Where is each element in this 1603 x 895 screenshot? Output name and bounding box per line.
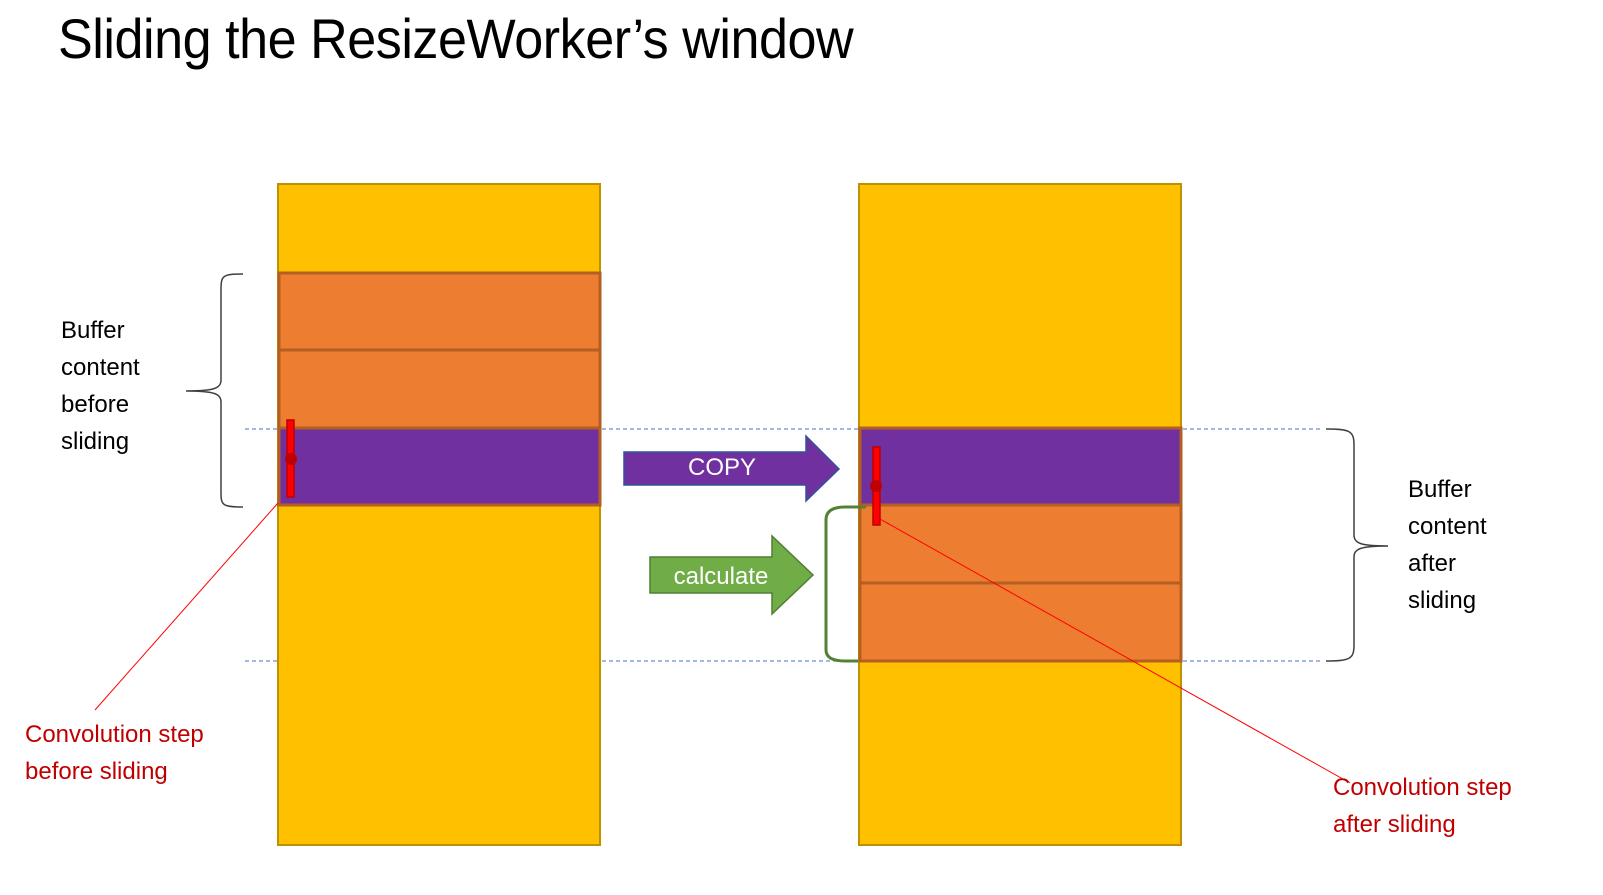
left-brace-label: Buffer content before sliding bbox=[61, 317, 140, 455]
copy-arrow-label: COPY bbox=[688, 454, 756, 481]
right-brace-label: Buffer content after sliding bbox=[1408, 476, 1487, 614]
calculate-arrow-label: calculate bbox=[674, 563, 769, 590]
copy-arrow: COPY bbox=[623, 434, 841, 503]
right-callout-line-2: after sliding bbox=[1333, 811, 1456, 838]
left-brace-label-line: sliding bbox=[61, 428, 129, 455]
left-row-2 bbox=[277, 348, 602, 430]
left-brace bbox=[185, 273, 244, 508]
right-callout-line-1: Convolution step bbox=[1333, 774, 1512, 801]
slide-title: Sliding the ResizeWorker’s window bbox=[58, 7, 854, 70]
right-row-2 bbox=[858, 503, 1183, 585]
left-brace-label-line: Buffer bbox=[61, 317, 125, 344]
right-row-1 bbox=[858, 426, 1183, 507]
left-convolution-marker bbox=[285, 419, 297, 498]
right-callout-line bbox=[879, 518, 1351, 784]
left-brace-label-line: content bbox=[61, 354, 140, 381]
left-buffer bbox=[277, 183, 602, 846]
right-brace bbox=[1325, 428, 1389, 662]
left-callout-line bbox=[94, 502, 279, 711]
left-callout-line-2: before sliding bbox=[25, 758, 168, 785]
calculate-arrow: calculate bbox=[649, 534, 815, 616]
right-brace-label-line: content bbox=[1408, 513, 1487, 540]
right-brace-label-line: Buffer bbox=[1408, 476, 1472, 503]
right-buffer bbox=[858, 183, 1183, 846]
right-row-3 bbox=[858, 581, 1183, 663]
right-callout-label: Convolution step after sliding bbox=[1333, 774, 1512, 838]
calculate-bracket bbox=[824, 505, 866, 663]
left-row-3 bbox=[277, 426, 602, 507]
right-brace-label-line: after bbox=[1408, 550, 1456, 577]
left-callout-label: Convolution step before sliding bbox=[25, 721, 204, 785]
left-callout-line-1: Convolution step bbox=[25, 721, 204, 748]
left-row-1 bbox=[277, 271, 602, 352]
left-brace-label-line: before bbox=[61, 391, 129, 418]
right-convolution-marker bbox=[870, 446, 882, 526]
right-brace-label-line: sliding bbox=[1408, 587, 1476, 614]
